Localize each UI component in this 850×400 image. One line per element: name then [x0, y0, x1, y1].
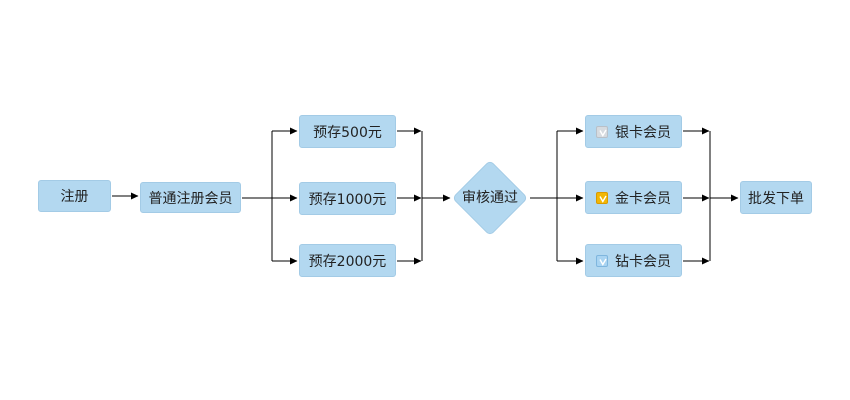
node-gold-member-label: 金卡会员: [615, 190, 671, 207]
node-deposit-1000: 预存1000元: [299, 182, 396, 215]
silver-card-icon: [596, 125, 608, 138]
node-silver-member-label: 银卡会员: [615, 124, 671, 141]
node-deposit-500: 预存500元: [299, 115, 396, 148]
node-wholesale-order: 批发下单: [740, 181, 812, 214]
node-review-passed-label: 审核通过: [462, 190, 518, 206]
node-register-label: 注册: [60, 189, 89, 205]
gold-card-icon: [596, 191, 608, 204]
node-diamond-member: 钻卡会员: [585, 244, 682, 277]
node-gold-member: 金卡会员: [585, 181, 682, 214]
node-silver-member: 银卡会员: [585, 115, 682, 148]
node-regular-member: 普通注册会员: [140, 182, 241, 213]
node-deposit-500-label: 预存500元: [313, 124, 382, 141]
node-diamond-member-label: 钻卡会员: [615, 253, 671, 270]
node-review-passed: 审核通过: [451, 159, 529, 237]
node-deposit-1000-label: 预存1000元: [308, 191, 387, 208]
node-register: 注册: [38, 180, 111, 212]
node-regular-member-label: 普通注册会员: [148, 190, 233, 207]
node-deposit-2000-label: 预存2000元: [308, 253, 387, 270]
node-wholesale-order-label: 批发下单: [748, 190, 804, 207]
diamond-card-icon: [596, 254, 608, 267]
node-deposit-2000: 预存2000元: [299, 244, 396, 277]
